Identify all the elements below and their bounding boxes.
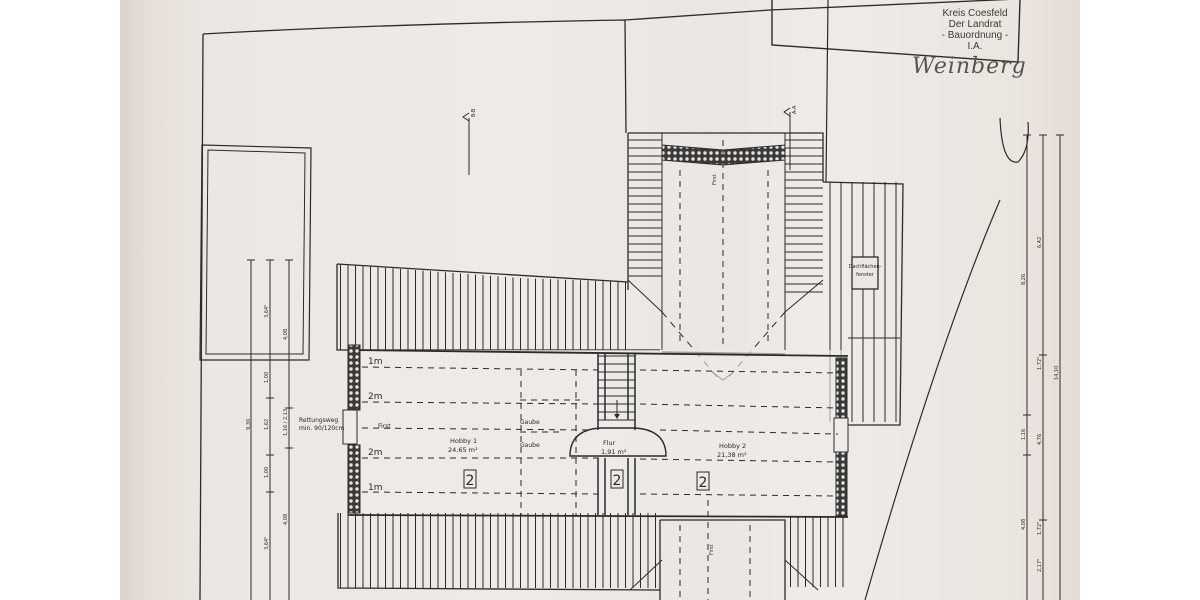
svg-text:1,16 / 2,13: 1,16 / 2,13 — [283, 409, 289, 436]
svg-text:1,00: 1,00 — [264, 372, 270, 383]
signature-stroke — [999, 117, 1029, 163]
svg-text:Rettungsweg: Rettungsweg — [299, 417, 338, 424]
svg-text:21,38 m²: 21,38 m² — [717, 451, 747, 459]
svg-text:First: First — [709, 544, 715, 555]
svg-text:6,42: 6,42 — [1037, 237, 1043, 248]
svg-text:8,26: 8,26 — [1021, 274, 1027, 285]
svg-text:Flur: Flur — [603, 439, 616, 447]
room-flur: Flur 1,91 m² 2 — [601, 439, 627, 489]
svg-text:Dachflächen-: Dachflächen- — [848, 264, 881, 270]
svg-text:fenster: fenster — [856, 272, 875, 278]
escape-route-label: Rettungsweg min. 90/120cm — [299, 417, 345, 432]
roof-lower: First — [337, 500, 845, 600]
svg-text:3,64⁵: 3,64⁵ — [264, 305, 270, 318]
dimension-labels-left: 9,30 3,64⁵ 1,00 1,62 1,00 3,64⁵ 4,08 1,1… — [246, 305, 289, 550]
svg-text:1m: 1m — [368, 357, 383, 367]
svg-text:3,64⁵: 3,64⁵ — [264, 537, 270, 550]
height-labels: 1m 2m 2m 1m First Gaube Gaube — [368, 357, 540, 493]
svg-text:1,00: 1,00 — [264, 467, 270, 478]
stamp-line-department: - Bauordnung - — [941, 30, 1009, 41]
svg-text:2: 2 — [699, 475, 708, 491]
svg-text:2: 2 — [613, 473, 622, 489]
hallway-flur — [569, 427, 667, 515]
approval-stamp-box — [771, 0, 1021, 63]
roof-upper-left — [336, 263, 660, 351]
svg-text:min. 90/120cm: min. 90/120cm — [299, 425, 345, 432]
svg-text:First: First — [712, 174, 718, 185]
svg-text:9,30: 9,30 — [246, 419, 252, 430]
svg-text:4,08: 4,08 — [283, 514, 289, 525]
svg-text:1,62: 1,62 — [264, 419, 270, 430]
svg-text:2m: 2m — [368, 448, 383, 458]
plot-boundary — [199, 0, 1010, 600]
dimension-chain-right — [1023, 134, 1064, 600]
dimension-labels-right: 8,26 1,16 4,08 6,42 1,72⁵ 4,76 1,72⁵ 2,1… — [1021, 237, 1060, 572]
height-lines — [361, 366, 839, 515]
svg-text:2: 2 — [466, 473, 475, 489]
stamp-line-authority: Kreis Coesfeld — [942, 8, 1008, 19]
room-hobby-2: Hobby 2 21,38 m² 2 — [696, 442, 747, 491]
garage-outline — [199, 144, 312, 361]
svg-text:First: First — [378, 423, 391, 430]
svg-text:4,08: 4,08 — [1021, 519, 1027, 530]
stamp-line-official: Der Landrat — [948, 19, 1002, 30]
svg-text:Hobby 1: Hobby 1 — [450, 437, 477, 445]
attic-floor-area — [342, 344, 849, 518]
svg-text:Gaube: Gaube — [520, 419, 540, 426]
skylight-dachflaechenfenster: Dachflächen- fenster — [848, 256, 882, 290]
approval-stamp: Kreis Coesfeld Der Landrat - Bauordnung … — [930, 8, 1020, 52]
svg-text:1,72⁵: 1,72⁵ — [1037, 522, 1043, 535]
svg-text:2,17⁵: 2,17⁵ — [1037, 559, 1043, 572]
signature: Weinberg — [912, 54, 1027, 79]
section-marker-b: B-B — [462, 108, 477, 175]
svg-text:14,10: 14,10 — [1054, 366, 1060, 380]
svg-text:1,72⁵: 1,72⁵ — [1037, 357, 1043, 370]
svg-text:Hobby 2: Hobby 2 — [719, 442, 746, 450]
svg-text:4,76: 4,76 — [1037, 434, 1043, 445]
roof-north-dormer: First — [627, 132, 824, 381]
dimension-chain-left — [247, 259, 293, 600]
svg-text:2m: 2m — [368, 392, 383, 402]
svg-text:4,08: 4,08 — [283, 329, 289, 340]
svg-text:Gaube: Gaube — [520, 442, 540, 449]
stamp-line-ia: I.A. — [967, 41, 983, 52]
svg-text:1,91 m²: 1,91 m² — [601, 448, 627, 456]
svg-text:1,16: 1,16 — [1021, 429, 1027, 440]
room-hobby-1: Hobby 1 24,65 m² 2 — [448, 437, 478, 489]
staircase — [597, 354, 636, 430]
svg-text:B-B: B-B — [471, 108, 477, 117]
svg-text:A-A: A-A — [792, 105, 798, 114]
svg-text:1m: 1m — [368, 483, 383, 493]
svg-text:24,65 m²: 24,65 m² — [448, 446, 478, 454]
